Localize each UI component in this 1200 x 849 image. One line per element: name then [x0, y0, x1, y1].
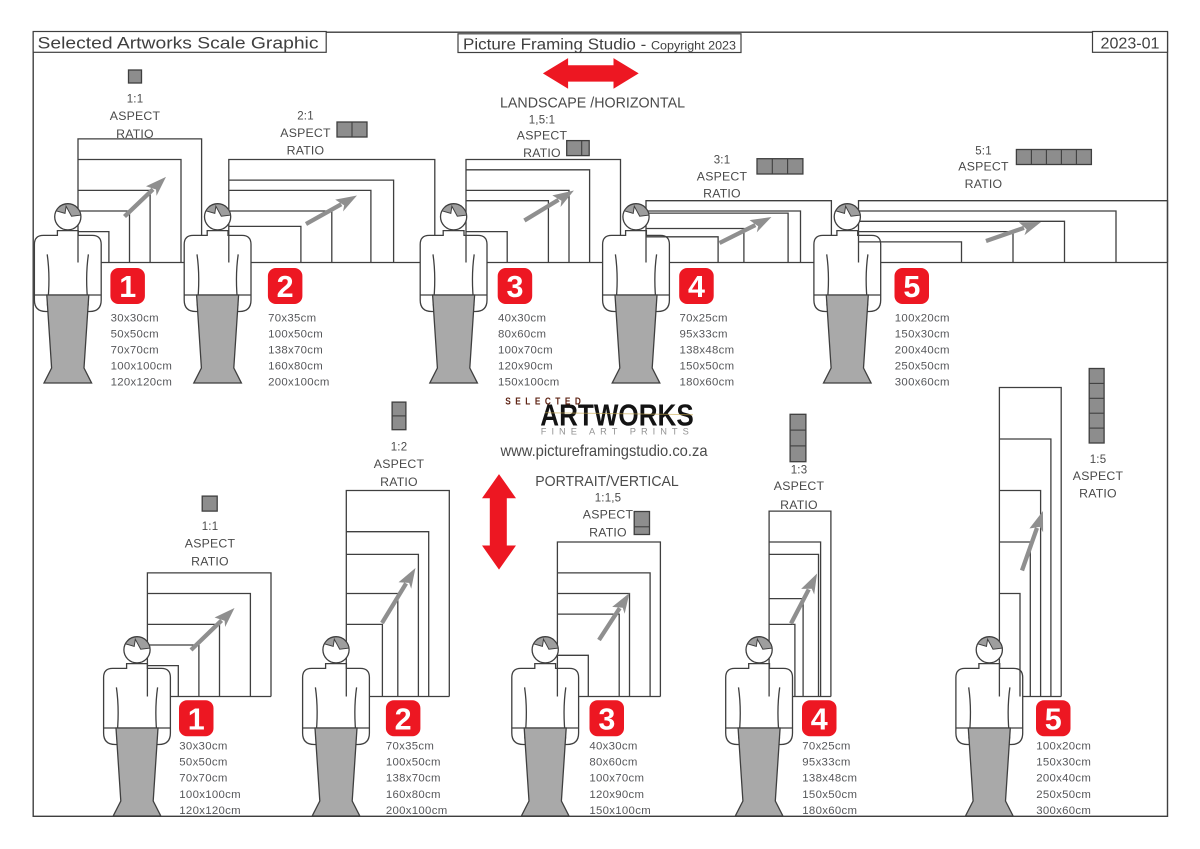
svg-text:ARTWORKS: ARTWORKS [540, 399, 694, 433]
svg-text:150x100cm: 150x100cm [589, 805, 651, 817]
svg-text:3: 3 [598, 702, 615, 736]
svg-text:RATIO: RATIO [780, 498, 818, 512]
svg-text:1: 1 [188, 702, 205, 736]
svg-text:ASPECT: ASPECT [583, 507, 634, 521]
svg-text:180x60cm: 180x60cm [802, 805, 857, 817]
svg-text:160x80cm: 160x80cm [386, 789, 441, 801]
svg-text:250x50cm: 250x50cm [1036, 789, 1091, 801]
svg-text:150x100cm: 150x100cm [498, 377, 560, 389]
svg-text:250x50cm: 250x50cm [895, 361, 950, 373]
svg-text:ASPECT: ASPECT [774, 479, 825, 493]
svg-text:2: 2 [277, 270, 294, 304]
svg-text:40x30cm: 40x30cm [589, 741, 637, 753]
svg-text:70x70cm: 70x70cm [111, 345, 159, 357]
svg-text:100x100cm: 100x100cm [111, 361, 173, 373]
svg-text:RATIO: RATIO [287, 144, 325, 158]
svg-text:160x80cm: 160x80cm [268, 361, 323, 373]
svg-text:RATIO: RATIO [589, 525, 627, 539]
svg-text:80x60cm: 80x60cm [498, 328, 546, 340]
svg-text:100x20cm: 100x20cm [1036, 741, 1091, 753]
svg-text:4: 4 [688, 270, 705, 304]
svg-text:ASPECT: ASPECT [280, 126, 331, 140]
svg-text:ASPECT: ASPECT [517, 129, 568, 143]
svg-text:40x30cm: 40x30cm [498, 312, 546, 324]
svg-text:PORTRAIT/VERTICAL: PORTRAIT/VERTICAL [535, 473, 679, 490]
svg-text:80x60cm: 80x60cm [589, 757, 637, 769]
svg-text:100x70cm: 100x70cm [498, 345, 553, 357]
svg-text:70x35cm: 70x35cm [268, 312, 316, 324]
svg-text:ASPECT: ASPECT [958, 160, 1009, 174]
svg-text:RATIO: RATIO [1079, 487, 1117, 501]
svg-text:RATIO: RATIO [965, 177, 1003, 191]
svg-text:138x48cm: 138x48cm [680, 345, 735, 357]
svg-text:ASPECT: ASPECT [1073, 469, 1124, 483]
svg-text:1:5: 1:5 [1090, 454, 1107, 466]
svg-text:138x70cm: 138x70cm [268, 345, 323, 357]
svg-text:138x70cm: 138x70cm [386, 773, 441, 785]
svg-text:1: 1 [119, 270, 136, 304]
svg-text:4: 4 [811, 702, 828, 736]
svg-text:www.pictureframingstudio.co.za: www.pictureframingstudio.co.za [500, 443, 708, 460]
svg-text:1:1: 1:1 [202, 521, 219, 533]
svg-text:150x30cm: 150x30cm [895, 328, 950, 340]
svg-text:150x30cm: 150x30cm [1036, 757, 1091, 769]
svg-text:1:3: 1:3 [791, 464, 808, 476]
svg-text:RATIO: RATIO [380, 475, 418, 489]
svg-text:LANDSCAPE /HORIZONTAL: LANDSCAPE /HORIZONTAL [500, 95, 685, 112]
svg-text:100x100cm: 100x100cm [179, 789, 241, 801]
svg-text:RATIO: RATIO [116, 127, 154, 141]
svg-text:FINE ART PRINTS: FINE ART PRINTS [541, 427, 694, 437]
svg-text:200x100cm: 200x100cm [386, 805, 448, 817]
svg-text:30x30cm: 30x30cm [111, 312, 159, 324]
svg-text:50x50cm: 50x50cm [179, 757, 227, 769]
svg-text:120x120cm: 120x120cm [179, 805, 241, 817]
svg-text:5: 5 [903, 270, 920, 304]
svg-text:ASPECT: ASPECT [110, 109, 161, 123]
svg-text:2023-01: 2023-01 [1101, 35, 1160, 52]
svg-text:200x100cm: 200x100cm [268, 377, 330, 389]
svg-text:1:1: 1:1 [127, 94, 144, 106]
svg-text:150x50cm: 150x50cm [680, 361, 735, 373]
svg-text:RATIO: RATIO [191, 555, 229, 569]
svg-text:3:1: 3:1 [714, 155, 731, 167]
svg-text:SELECTED: SELECTED [505, 396, 585, 407]
svg-text:ASPECT: ASPECT [374, 457, 425, 471]
svg-text:150x50cm: 150x50cm [802, 789, 857, 801]
svg-text:ASPECT: ASPECT [697, 170, 748, 184]
svg-text:95x33cm: 95x33cm [802, 757, 850, 769]
svg-text:200x40cm: 200x40cm [1036, 773, 1091, 785]
svg-text:70x25cm: 70x25cm [680, 312, 728, 324]
svg-text:100x70cm: 100x70cm [589, 773, 644, 785]
svg-text:1:1,5: 1:1,5 [595, 492, 622, 504]
svg-text:120x120cm: 120x120cm [111, 377, 173, 389]
svg-text:70x25cm: 70x25cm [802, 741, 850, 753]
svg-text:70x70cm: 70x70cm [179, 773, 227, 785]
svg-text:RATIO: RATIO [523, 146, 561, 160]
svg-text:ASPECT: ASPECT [185, 537, 236, 551]
svg-text:95x33cm: 95x33cm [680, 328, 728, 340]
svg-text:100x50cm: 100x50cm [268, 328, 323, 340]
svg-text:3: 3 [507, 270, 524, 304]
svg-text:RATIO: RATIO [703, 187, 741, 201]
svg-text:100x20cm: 100x20cm [895, 312, 950, 324]
svg-text:300x60cm: 300x60cm [895, 377, 950, 389]
svg-text:30x30cm: 30x30cm [179, 741, 227, 753]
svg-text:1:2: 1:2 [391, 442, 408, 454]
svg-text:1,5:1: 1,5:1 [529, 115, 556, 127]
svg-text:Picture Framing Studio - Copyr: Picture Framing Studio - Copyright 2023 [463, 37, 736, 54]
svg-text:2:1: 2:1 [297, 111, 314, 123]
svg-text:138x48cm: 138x48cm [802, 773, 857, 785]
svg-text:100x50cm: 100x50cm [386, 757, 441, 769]
svg-text:Selected Artworks Scale Graphi: Selected Artworks Scale Graphic [38, 34, 319, 52]
svg-text:120x90cm: 120x90cm [589, 789, 644, 801]
svg-text:50x50cm: 50x50cm [111, 328, 159, 340]
svg-text:200x40cm: 200x40cm [895, 345, 950, 357]
svg-text:120x90cm: 120x90cm [498, 361, 553, 373]
svg-text:300x60cm: 300x60cm [1036, 805, 1091, 817]
svg-text:70x35cm: 70x35cm [386, 741, 434, 753]
svg-text:5:1: 5:1 [975, 145, 992, 157]
svg-text:2: 2 [395, 702, 412, 736]
svg-text:5: 5 [1045, 702, 1062, 736]
svg-text:180x60cm: 180x60cm [680, 377, 735, 389]
